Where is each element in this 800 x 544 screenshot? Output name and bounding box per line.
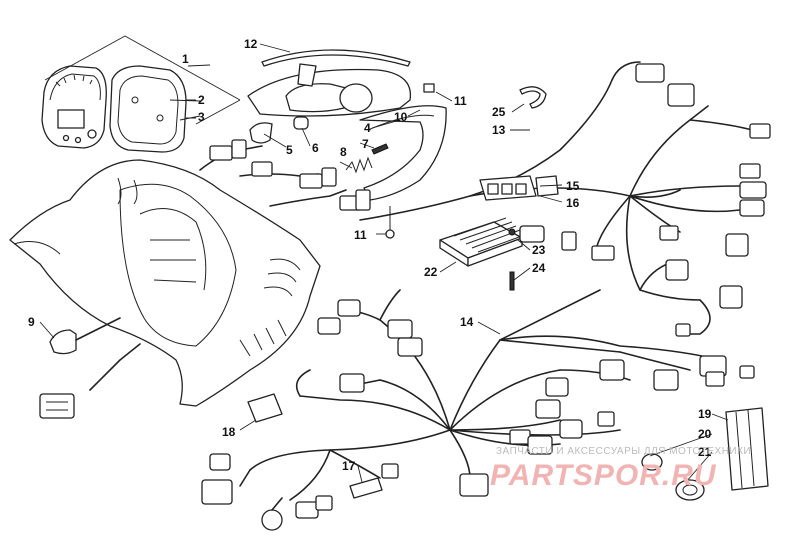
grommet-21 (675, 479, 705, 501)
front-fairing (9, 159, 321, 407)
callout-15: 15 (566, 179, 580, 193)
callout-3: 3 (198, 110, 205, 124)
watermark-brand: PARTSPOR.RU (490, 459, 717, 492)
hose-clamp (519, 86, 547, 109)
callout-13: 13 (492, 123, 506, 137)
callout-1: 1 (182, 52, 189, 66)
voltage-regulator (439, 217, 523, 267)
grommet-20 (641, 453, 663, 471)
connector-23 (519, 225, 545, 243)
headlight-housing (247, 63, 412, 117)
callout-9: 9 (28, 315, 35, 329)
callout-8: 8 (340, 145, 347, 159)
callout-24: 24 (532, 261, 546, 275)
callout-16: 16 (566, 196, 580, 210)
callout-12: 12 (244, 37, 258, 51)
callout-2: 2 (198, 93, 205, 107)
callout-20: 20 (698, 427, 712, 441)
switch-harness (39, 343, 141, 419)
callout-23: 23 (532, 243, 546, 257)
clip-11-top (423, 83, 435, 93)
callout-11-bottom: 11 (354, 228, 367, 242)
visor-strip (261, 49, 411, 67)
callout-14: 14 (460, 315, 474, 329)
callout-6: 6 (312, 141, 319, 155)
wire-sleeve (725, 407, 769, 491)
bolt-23 (508, 228, 516, 236)
callout-17: 17 (342, 459, 356, 473)
callout-7: 7 (362, 137, 369, 151)
bulb (293, 116, 309, 130)
bolt-24 (509, 271, 515, 291)
main-wire-harness (239, 289, 721, 501)
relay-module-18 (247, 393, 283, 423)
sensor-connector (261, 497, 283, 531)
spring (345, 156, 373, 174)
callout-18: 18 (222, 425, 236, 439)
callout-25: 25 (492, 105, 506, 119)
callout-22: 22 (424, 265, 438, 279)
screw-7 (371, 143, 389, 155)
upper-harness-connectors (561, 63, 771, 337)
callout-21: 21 (698, 445, 712, 459)
callout-5: 5 (286, 143, 293, 157)
gauge-housing (109, 65, 187, 153)
leader-lines (39, 43, 729, 483)
callout-labels: 1 2 3 4 5 6 7 8 9 10 11 11 12 13 14 15 1… (28, 37, 712, 473)
relay-block (479, 175, 559, 201)
callout-4: 4 (364, 121, 371, 135)
watermark-tagline: ЗАПЧАСТИ И АКСЕССУАРЫ ДЛЯ МОТОТЕХНИКИ (496, 446, 751, 457)
resistor-17 (349, 477, 383, 499)
callout-10: 10 (394, 110, 408, 124)
socket (249, 122, 273, 144)
main-harness-connectors (201, 299, 755, 519)
clip-11-bottom (385, 206, 395, 239)
callout-19: 19 (698, 407, 712, 421)
watermark: ЗАПЧАСТИ И АКСЕССУАРЫ ДЛЯ МОТОТЕХНИКИ PA… (490, 446, 751, 492)
headlight-harness (199, 139, 371, 211)
speedometer-gauge (41, 65, 107, 149)
callout-11-top: 11 (454, 94, 467, 108)
ignition-switch (49, 317, 121, 355)
